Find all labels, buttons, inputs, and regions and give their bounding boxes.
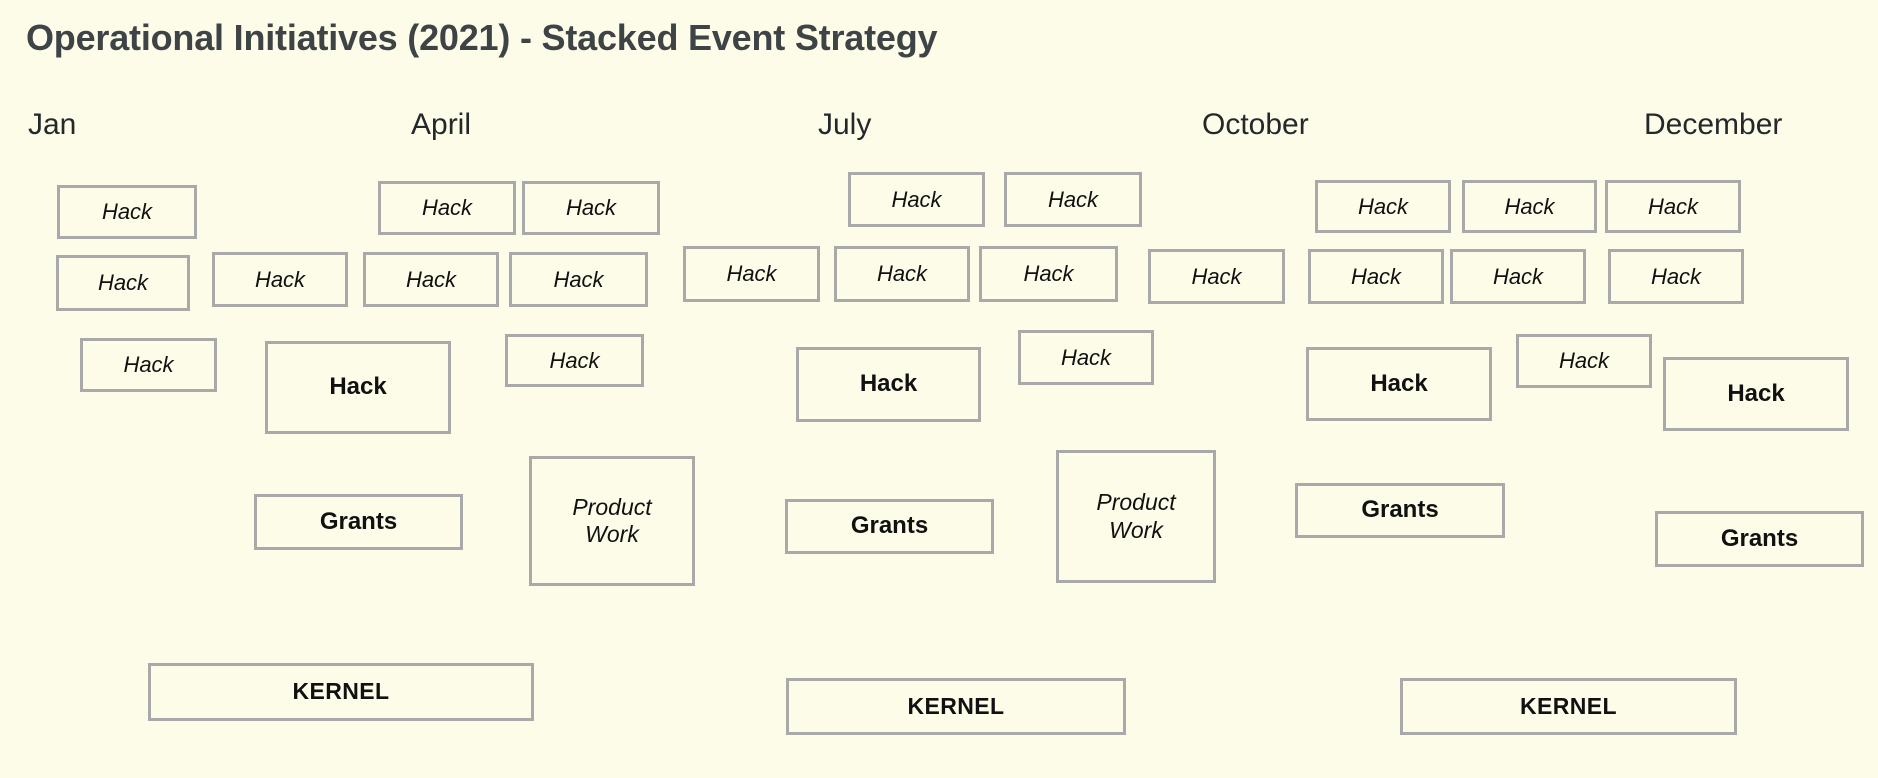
event-box-hack[interactable]: Hack bbox=[80, 338, 217, 392]
event-box-hack[interactable]: Hack bbox=[1315, 180, 1451, 233]
event-box-kernel[interactable]: KERNEL bbox=[148, 663, 534, 721]
month-label-april: April bbox=[411, 108, 472, 141]
event-box-hack[interactable]: Hack bbox=[848, 172, 985, 227]
event-box-hack[interactable]: Hack bbox=[683, 246, 820, 302]
event-box-label: Hack bbox=[876, 261, 928, 287]
event-box-label: KERNEL bbox=[907, 692, 1005, 719]
event-box-label: Grants bbox=[1361, 496, 1439, 524]
event-box-label: Hack bbox=[1558, 348, 1610, 374]
event-box-hack[interactable]: Hack bbox=[522, 181, 660, 235]
event-box-label: Hack bbox=[254, 266, 306, 292]
event-box-label: Hack bbox=[549, 347, 600, 373]
event-box-label: Hack bbox=[123, 352, 174, 378]
event-box-label: KERNEL bbox=[292, 678, 390, 705]
month-label-october: October bbox=[1202, 108, 1309, 141]
event-box-grants[interactable]: Grants bbox=[785, 499, 994, 554]
event-box-hack[interactable]: Hack bbox=[505, 334, 644, 387]
event-box-label: Hack bbox=[1650, 263, 1702, 289]
event-box-label: Hack bbox=[101, 199, 153, 225]
event-box-label: Hack bbox=[1350, 263, 1402, 289]
event-box-label: Hack bbox=[565, 195, 617, 221]
event-box-hack[interactable]: Hack bbox=[1462, 180, 1597, 233]
event-box-label-line: Work bbox=[1109, 516, 1163, 543]
event-box-hack[interactable]: Hack bbox=[1308, 249, 1444, 304]
event-box-label-line: Product bbox=[572, 493, 652, 520]
event-box-label: Hack bbox=[1647, 193, 1699, 219]
event-box-hack[interactable]: Hack bbox=[1605, 180, 1741, 233]
event-box-kernel[interactable]: KERNEL bbox=[786, 678, 1126, 735]
event-box-label: KERNEL bbox=[1520, 692, 1617, 719]
event-box-hack[interactable]: Hack bbox=[979, 246, 1118, 302]
event-box-hack[interactable]: Hack bbox=[1306, 347, 1492, 421]
event-box-label: Hack bbox=[1492, 263, 1544, 289]
event-box-label: Grants bbox=[1720, 524, 1799, 552]
event-box-label-line: Product bbox=[1096, 489, 1176, 516]
event-box-hack[interactable]: Hack bbox=[212, 252, 348, 307]
event-box-label: Hack bbox=[891, 186, 942, 212]
event-box-label: Hack bbox=[329, 373, 387, 401]
event-box-label: Hack bbox=[1023, 261, 1074, 287]
event-box-hack[interactable]: Hack bbox=[363, 252, 499, 307]
event-box-label: Hack bbox=[1727, 379, 1785, 407]
page-title: Operational Initiatives (2021) - Stacked… bbox=[26, 17, 938, 58]
event-box-grants[interactable]: Grants bbox=[1655, 511, 1864, 567]
event-box-hack[interactable]: Hack bbox=[1608, 249, 1744, 304]
event-box-label: Hack bbox=[1357, 193, 1409, 219]
month-label-december: December bbox=[1644, 108, 1783, 141]
event-box-hack[interactable]: Hack bbox=[56, 255, 190, 311]
event-box-hack[interactable]: Hack bbox=[1148, 249, 1285, 304]
event-box-label: Hack bbox=[726, 261, 777, 287]
event-box-hack[interactable]: Hack bbox=[796, 347, 981, 422]
event-box-grants[interactable]: Grants bbox=[1295, 483, 1505, 538]
event-box-label: Grants bbox=[319, 507, 398, 535]
event-box-hack[interactable]: Hack bbox=[509, 252, 648, 307]
event-box-grants[interactable]: Grants bbox=[254, 494, 463, 550]
month-label-july: July bbox=[818, 108, 872, 141]
month-label-jan: Jan bbox=[28, 108, 77, 141]
event-box-hack[interactable]: Hack bbox=[1516, 334, 1652, 388]
event-box-kernel[interactable]: KERNEL bbox=[1400, 678, 1737, 735]
event-box-label: Hack bbox=[1504, 193, 1555, 219]
event-box-hack[interactable]: Hack bbox=[1004, 172, 1142, 227]
event-box-hack[interactable]: Hack bbox=[378, 181, 516, 235]
event-box-label-line: Work bbox=[585, 521, 639, 547]
event-box-label: Hack bbox=[1191, 263, 1242, 289]
event-box-label: Hack bbox=[421, 195, 473, 221]
event-box-label: Grants bbox=[850, 512, 929, 540]
event-box-label: Hack bbox=[1047, 186, 1099, 212]
event-box-hack[interactable]: Hack bbox=[57, 185, 197, 239]
event-box-hack[interactable]: Hack bbox=[1450, 249, 1586, 304]
event-box-label: Hack bbox=[859, 370, 918, 398]
event-box-hack[interactable]: Hack bbox=[1018, 330, 1154, 385]
event-box-label: Hack bbox=[1370, 369, 1428, 397]
event-box-hack[interactable]: Hack bbox=[1663, 357, 1849, 431]
event-box-hack[interactable]: Hack bbox=[834, 246, 970, 302]
event-box-label: Hack bbox=[1060, 344, 1112, 370]
event-box-label: Hack bbox=[553, 266, 604, 292]
event-box-label: Hack bbox=[97, 270, 149, 296]
event-box-hack[interactable]: Hack bbox=[265, 341, 451, 434]
event-box-label: Hack bbox=[405, 266, 457, 292]
